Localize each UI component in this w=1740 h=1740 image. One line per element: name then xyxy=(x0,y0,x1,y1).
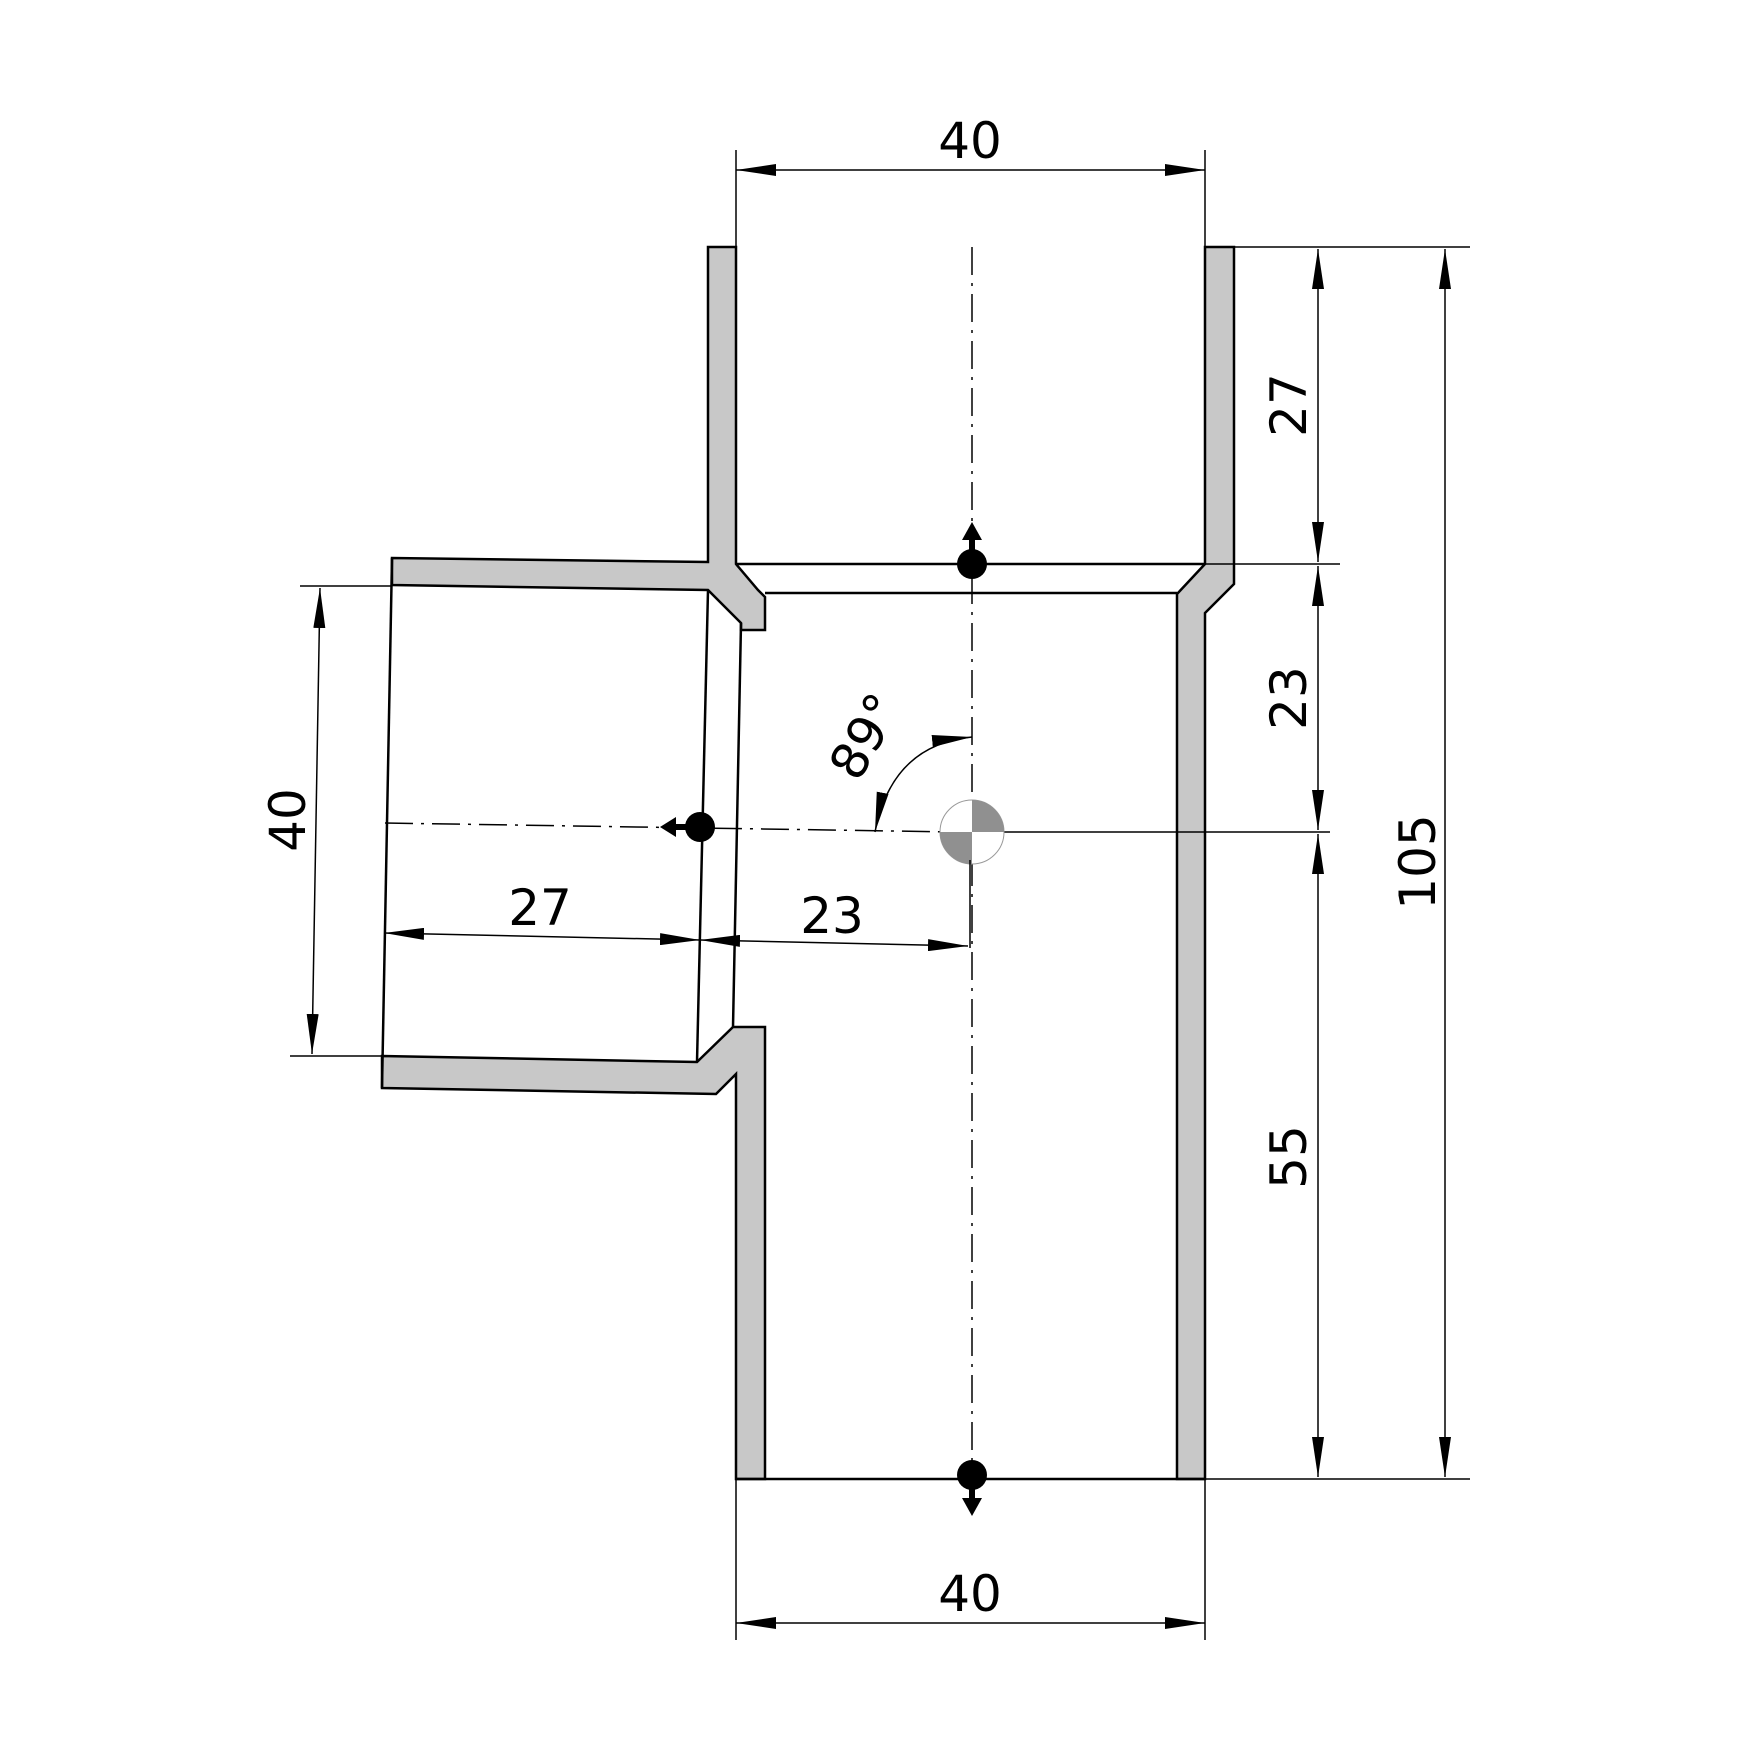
dim-upper-to-axis-label: 23 xyxy=(1260,666,1318,730)
fitting-body xyxy=(380,245,1236,1481)
dim-branch-offset: 23 xyxy=(699,860,971,952)
branch-bore-edge xyxy=(731,622,743,1028)
dim-top-width-label: 40 xyxy=(938,112,1002,170)
dim-top-width: 40 xyxy=(735,112,1206,247)
dim-bottom-width: 40 xyxy=(735,1479,1206,1640)
connection-point-bottom xyxy=(957,1460,987,1516)
dim-overall-length: 105 xyxy=(1389,249,1451,1477)
right-wall xyxy=(1175,245,1236,1481)
dim-branch-socket-depth-label: 27 xyxy=(508,879,572,937)
connection-point-top xyxy=(957,522,987,579)
dim-branch-height: 40 xyxy=(259,585,392,1057)
dim-branch-angle-label: 89° xyxy=(818,684,913,790)
dim-bottom-width-label: 40 xyxy=(938,1565,1002,1623)
dim-right-chain: 27 23 55 xyxy=(1205,246,1470,1480)
dim-branch-height-label: 40 xyxy=(259,788,317,852)
dim-upper-socket-depth-label: 27 xyxy=(1260,373,1318,437)
dim-branch-offset-label: 23 xyxy=(800,887,864,945)
upper-left-wall xyxy=(390,245,767,632)
connection-point-branch xyxy=(660,812,715,842)
dim-branch-socket-depth: 27 xyxy=(383,879,701,946)
center-mark xyxy=(939,799,1005,865)
lower-left-wall xyxy=(380,1025,767,1481)
dim-overall-length-label: 105 xyxy=(1389,814,1447,909)
dim-lower-length-label: 55 xyxy=(1260,1125,1318,1189)
